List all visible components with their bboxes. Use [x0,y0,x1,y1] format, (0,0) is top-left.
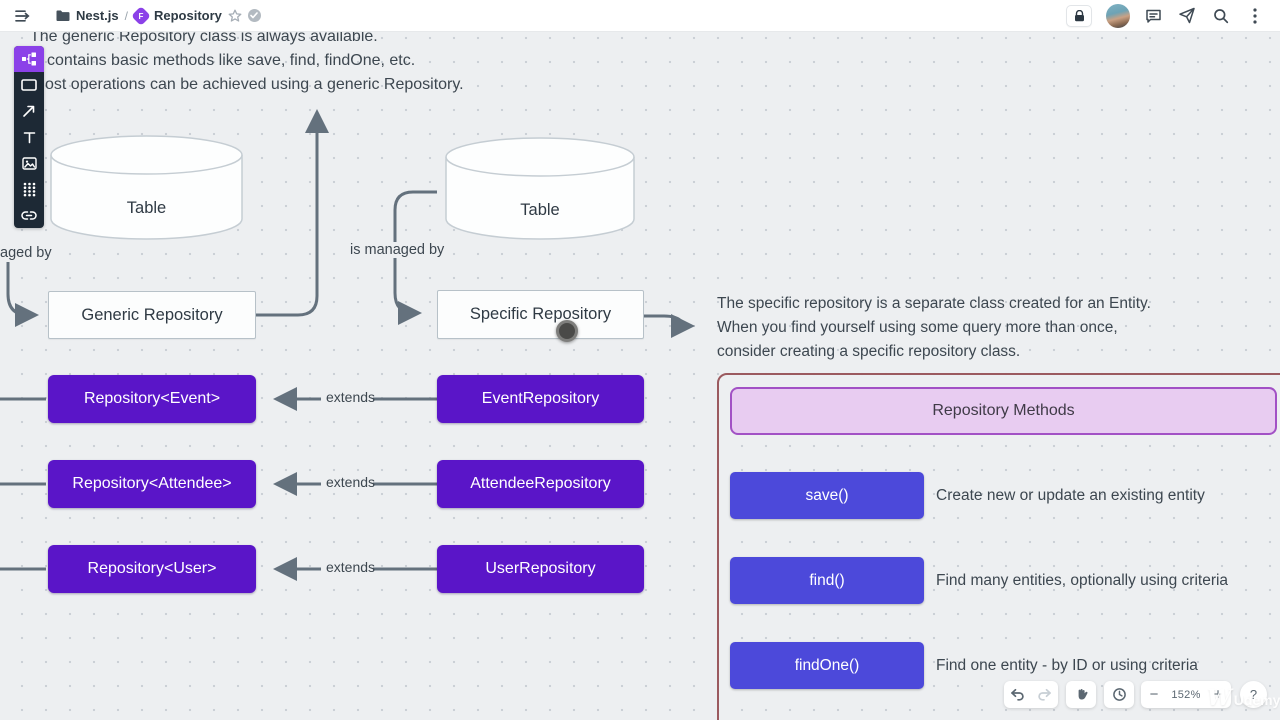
link-tool-icon[interactable] [14,202,44,228]
flowchart-doc-icon: F [131,5,151,26]
undo-button[interactable] [1004,681,1031,708]
method-row-save: save() Create new or update an existing … [730,472,1280,519]
specific-repository-box[interactable]: Specific Repository [437,290,644,339]
method-row-find: find() Find many entities, optionally us… [730,557,1280,604]
user-avatar[interactable] [1106,3,1130,28]
findone-method-box[interactable]: findOne() [730,642,924,689]
find-method-description: Find many entities, optionally using cri… [936,571,1229,589]
method-row-findone: findOne() Find one entity - by ID or usi… [730,642,1280,689]
repository-methods-header[interactable]: Repository Methods [730,387,1277,435]
whiteboard-canvas[interactable]: The generic Repository class is always a… [0,28,1280,720]
save-method-box[interactable]: save() [730,472,924,519]
repository-methods-panel[interactable] [717,373,1280,720]
topbar-left: Nest.js / F Repository [10,4,261,28]
zoom-level[interactable]: 152% [1171,688,1201,701]
connector-tool-icon[interactable] [14,98,44,124]
extends-label[interactable]: extends [321,559,375,575]
table-cylinder-left[interactable]: Table [48,133,245,243]
favorite-star-icon[interactable] [228,9,242,23]
repository-user-box[interactable]: Repository<User> [48,545,256,593]
hand-tool-button[interactable] [1066,681,1096,708]
managed-by-label-right[interactable]: is managed by [347,242,448,258]
lock-button[interactable] [1066,4,1092,27]
note-generic-line2[interactable]: contains basic methods like save, find, … [47,52,416,69]
extends-label[interactable]: extends [321,474,375,490]
folder-icon [56,10,70,22]
findone-method-description: Find one entity - by ID or using criteri… [936,656,1198,674]
tool-panel [14,46,44,228]
presenter-cursor-dot [556,320,578,342]
flowchart-tool-icon[interactable] [14,46,44,72]
note-specific-line2: When you find yourself using some query … [717,319,1118,336]
saved-status-icon [247,9,261,22]
user-repository-box[interactable]: UserRepository [437,545,644,593]
breadcrumb-separator: / [124,8,128,23]
note-specific[interactable]: The specific repository is a separate cl… [717,292,1151,364]
zoom-out-button[interactable]: − [1149,686,1159,703]
event-repository-box[interactable]: EventRepository [437,375,644,423]
find-method-box[interactable]: find() [730,557,924,604]
generic-repository-box[interactable]: Generic Repository [48,291,256,339]
table-label: Table [520,201,560,219]
save-method-description: Create new or update an existing entity [936,486,1205,504]
text-tool-icon[interactable] [14,124,44,150]
extends-label[interactable]: extends [321,389,375,405]
note-generic-line3[interactable]: ost operations can be achieved using a g… [45,76,464,93]
overflow-menu-button[interactable] [1240,4,1270,28]
doc-icon-letter: F [138,10,144,20]
help-button[interactable]: ? [1240,681,1267,708]
sidebar-toggle-button[interactable] [10,4,38,28]
note-generic-line1[interactable]: The generic Repository class is always a… [30,28,378,45]
version-history-button[interactable] [1104,681,1134,708]
note-specific-line3: consider creating a specific repository … [717,343,1021,360]
repository-attendee-box[interactable]: Repository<Attendee> [48,460,256,508]
undo-redo-group [1004,681,1058,708]
repository-event-box[interactable]: Repository<Event> [48,375,256,423]
image-tool-icon[interactable] [14,150,44,176]
rectangle-tool-icon[interactable] [14,72,44,98]
doc-title[interactable]: Repository [153,8,222,23]
breadcrumb: Nest.js / F Repository [56,5,261,26]
topbar: Nest.js / F Repository [0,0,1280,32]
workspace-name[interactable]: Nest.js [76,8,119,23]
note-specific-line1: The specific repository is a separate cl… [717,295,1151,312]
redo-button[interactable] [1031,681,1058,708]
managed-by-label-left[interactable]: aged by [0,245,52,261]
search-button[interactable] [1206,4,1236,28]
comments-button[interactable] [1138,4,1168,28]
shape-library-icon[interactable] [14,176,44,202]
table-label: Table [126,199,167,217]
share-send-button[interactable] [1172,4,1202,28]
table-cylinder-right[interactable]: Table [443,135,637,243]
zoom-control-group: − 152% + [1141,681,1231,708]
zoom-in-button[interactable]: + [1213,686,1223,703]
attendee-repository-box[interactable]: AttendeeRepository [437,460,644,508]
topbar-right [1066,3,1270,28]
